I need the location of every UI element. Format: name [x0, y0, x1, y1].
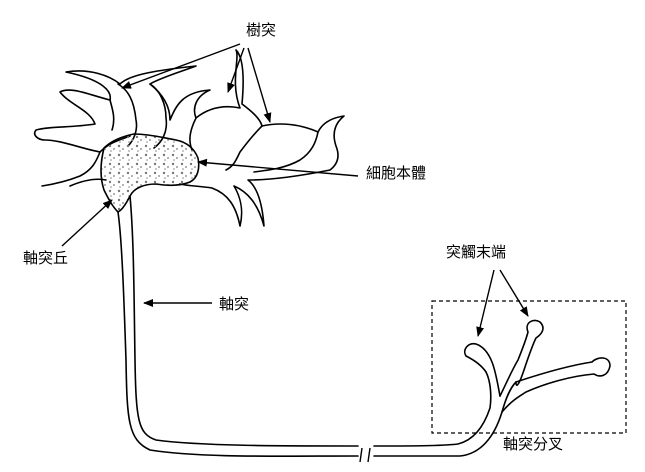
cell-body [100, 133, 200, 213]
dendrite-label: 樹突 [246, 21, 277, 39]
axon-break [359, 447, 371, 463]
axon-label: 軸突 [219, 295, 250, 313]
annotation-arrows [61, 43, 529, 337]
hillock-arrow [61, 199, 113, 247]
axon-hillock-label: 軸突丘 [23, 249, 69, 267]
soma-arrow [197, 158, 359, 177]
axon-collateral-label: 軸突分叉 [503, 435, 564, 453]
dendrite-arrow-2 [227, 47, 245, 93]
axon-collaterals [373, 319, 611, 457]
dendrite-arrow-3 [247, 47, 272, 123]
dendrite-arrow-1 [121, 43, 241, 89]
axon [117, 195, 359, 458]
synaptic-terminal-label: 突觸末端 [446, 243, 507, 261]
dendrites [33, 49, 345, 227]
terminal-arrow-1 [476, 269, 495, 337]
terminal-arrow-2 [499, 269, 529, 317]
cell-body-label: 細胞本體 [366, 164, 427, 182]
collateral-highlight-box [431, 300, 627, 434]
